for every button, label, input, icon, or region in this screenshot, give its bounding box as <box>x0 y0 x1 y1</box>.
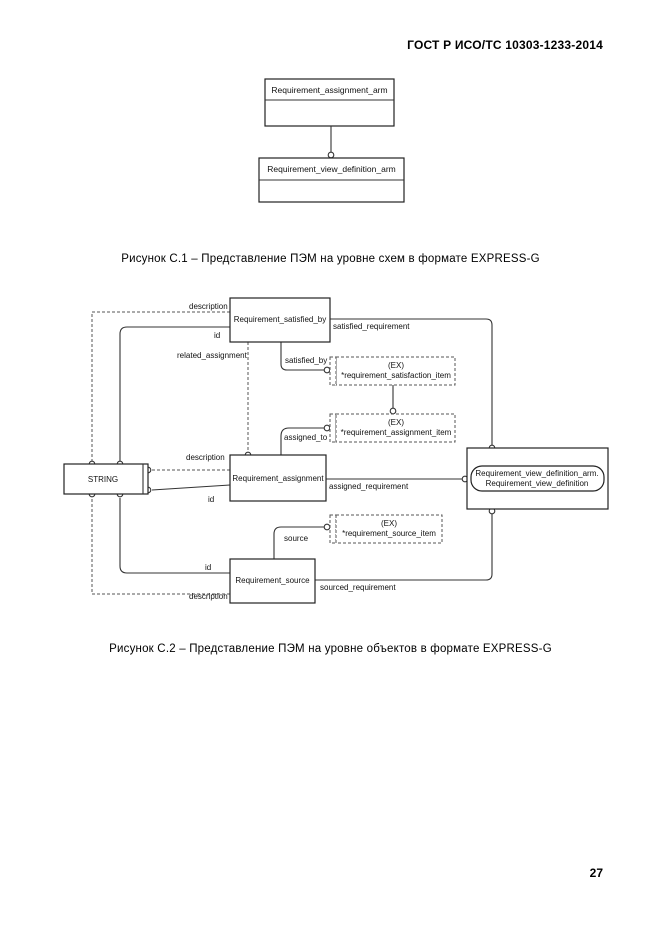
figure-1-caption: Рисунок C.1 – Представление ПЭМ на уровн… <box>121 253 540 265</box>
label-description: description <box>189 592 228 601</box>
line-id-mid <box>151 484 231 491</box>
end-circle <box>323 366 331 374</box>
label-satisfied-requirement: satisfied_requirement <box>333 322 410 331</box>
ref-requirement-source-item: (EX) *requirement_source_item <box>329 514 443 544</box>
label-id: id <box>205 563 211 572</box>
figure-2-caption: Рисунок C.2 – Представление ПЭМ на уровн… <box>109 643 552 655</box>
svg-text:(EX): (EX) <box>388 418 404 427</box>
ref-requirement-assignment-item: (EX) *requirement_assignment_item <box>329 413 456 443</box>
entity-requirement-assignment: Requirement_assignment <box>229 454 327 502</box>
label-assigned-requirement: assigned_requirement <box>329 482 409 491</box>
schema-bottom-label: Requirement_view_definition_arm <box>267 164 396 174</box>
line-satisfied-by <box>280 342 324 371</box>
label-id: id <box>208 495 214 504</box>
line-description-top <box>91 311 230 464</box>
schema-box-view-definition: Requirement_view_definition_arm <box>258 157 405 203</box>
line-satisfied-requirement <box>315 318 493 445</box>
entity-requirement-view-definition: Requirement_view_definition_arm. Require… <box>466 447 609 510</box>
svg-text:*requirement_assignment_item: *requirement_assignment_item <box>341 428 452 437</box>
label-related-assignment: related_assignment <box>177 351 248 360</box>
end-circle <box>389 407 397 415</box>
schema-link-circle <box>327 151 335 159</box>
label-source: source <box>284 534 309 543</box>
ref-requirement-satisfaction-item: (EX) *requirement_satisfaction_item <box>329 356 456 386</box>
label-description: description <box>189 302 228 311</box>
line-assigned-to <box>280 427 324 455</box>
line-source <box>273 526 324 559</box>
line-sourced-requirement <box>315 514 493 581</box>
label-description: description <box>186 453 225 462</box>
label-satisfied-by: satisfied_by <box>285 356 327 365</box>
label-sourced-requirement: sourced_requirement <box>320 583 396 592</box>
entity-string: STRING <box>63 463 149 495</box>
entity-requirement-satisfied-by: Requirement_satisfied_by <box>229 297 331 343</box>
schema-top-label: Requirement_assignment_arm <box>271 85 387 95</box>
svg-text:Requirement_satisfied_by: Requirement_satisfied_by <box>234 315 327 324</box>
schema-box-assignment: Requirement_assignment_arm <box>264 78 395 127</box>
svg-text:Requirement_assignment: Requirement_assignment <box>232 474 324 483</box>
entity-diagram: Requirement_satisfied_by STRING Requirem… <box>63 297 609 604</box>
svg-text:Requirement_source: Requirement_source <box>235 576 310 585</box>
svg-text:*requirement_source_item: *requirement_source_item <box>342 529 436 538</box>
line-id-bottom <box>119 498 230 574</box>
line-id-top <box>119 326 230 461</box>
entity-requirement-source: Requirement_source <box>229 558 316 604</box>
svg-text:Requirement_view_definition_ar: Requirement_view_definition_arm. <box>475 469 598 478</box>
end-circle <box>323 424 331 432</box>
label-assigned-to: assigned_to <box>284 433 328 442</box>
page-number: 27 <box>589 866 603 880</box>
svg-text:Requirement_view_definition: Requirement_view_definition <box>486 479 589 488</box>
svg-text:*requirement_satisfaction_item: *requirement_satisfaction_item <box>341 371 451 380</box>
svg-text:(EX): (EX) <box>388 361 404 370</box>
end-circle <box>323 523 331 531</box>
svg-text:STRING: STRING <box>88 475 118 484</box>
line-description-bottom <box>91 497 230 595</box>
label-id: id <box>214 331 220 340</box>
svg-text:(EX): (EX) <box>381 519 397 528</box>
standard-header: ГОСТ Р ИСО/ТС 10303-1233-2014 <box>407 38 603 52</box>
